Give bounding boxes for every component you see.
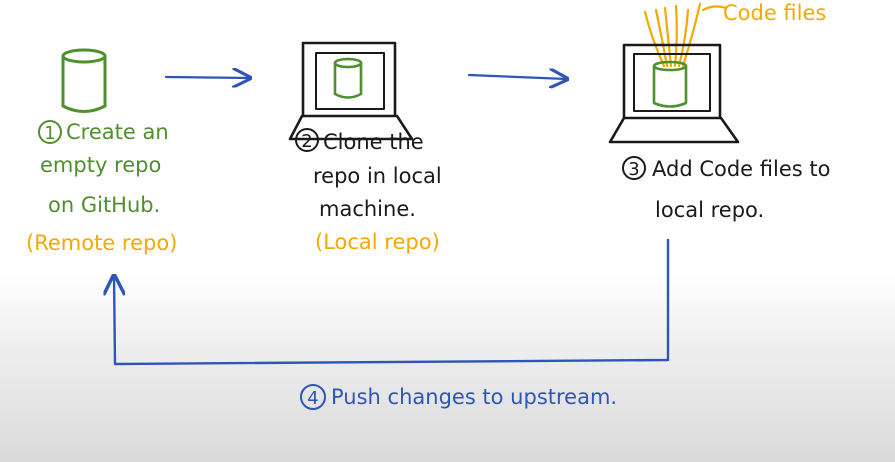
code-files-incoming-icon <box>643 2 728 68</box>
step-1-line-1: Create an <box>66 120 169 144</box>
arrow-push-to-upstream <box>114 238 670 366</box>
step-4-number: 4 <box>307 388 318 409</box>
laptop-with-database-icon <box>288 41 414 141</box>
step-2-caption: 2 Clone the repo in local machine. (Loca… <box>295 128 442 254</box>
code-files-label: Code files <box>723 1 826 25</box>
step-2-number: 2 <box>301 131 312 152</box>
step-1-line-3: on GitHub. <box>48 193 160 217</box>
step-2-line-1: Clone the <box>323 130 424 154</box>
step-1-number: 1 <box>44 123 55 144</box>
step-2-tag: (Local repo) <box>315 230 440 254</box>
step-2-number-circle <box>295 128 319 152</box>
step-4-number-circle <box>300 384 326 410</box>
step-1-caption: 1 Create an empty repo on GitHub. (Remot… <box>26 120 177 255</box>
step-1-number-circle <box>38 120 62 144</box>
step-1-line-2: empty repo <box>40 153 161 177</box>
step-3-number-circle <box>622 156 646 180</box>
step-3-caption: 3 Add Code files to local repo. <box>622 156 830 222</box>
step-4-caption: 4 Push changes to upstream. <box>300 384 617 410</box>
step-3-line-2: local repo. <box>655 198 764 222</box>
step-1-tag: (Remote repo) <box>26 231 177 255</box>
arrow-step-2-to-3 <box>467 75 567 79</box>
step-2-line-3: machine. <box>319 197 416 221</box>
laptop-with-database-icon <box>608 43 740 144</box>
arrow-step-1-to-2 <box>164 77 250 78</box>
step-3-line-1: Add Code files to <box>652 157 830 181</box>
step-4-label: Push changes to upstream. <box>331 385 617 409</box>
step-2-line-2: repo in local <box>313 164 442 188</box>
step-3-number: 3 <box>628 159 639 180</box>
database-cylinder-icon <box>61 48 107 113</box>
